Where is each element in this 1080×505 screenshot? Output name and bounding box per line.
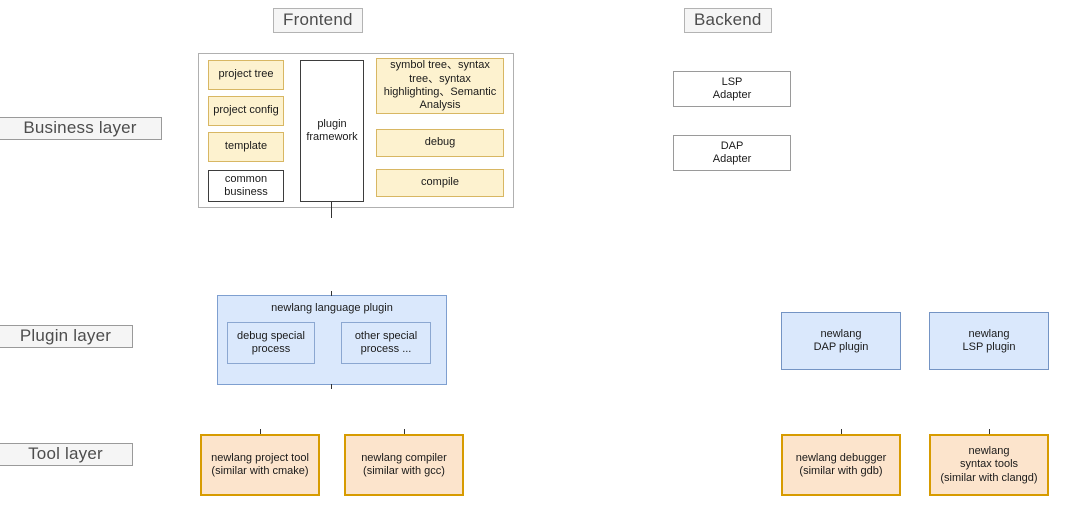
node-newlang-lsp-plugin-line1: newlang <box>968 327 1010 340</box>
node-newlang-syntax-tools-line3: (similar with clangd) <box>940 471 1038 484</box>
section-title-frontend: Frontend <box>273 8 363 33</box>
node-newlang-syntax-tools-line2: syntax tools <box>959 458 1019 471</box>
node-lsp-adapter-line1: LSP <box>721 75 743 88</box>
node-newlang-syntax-tools[interactable]: newlang syntax tools (similar with clang… <box>929 434 1049 496</box>
node-other-special-process-line1: other special <box>354 329 418 342</box>
layer-label-plugin: Plugin layer <box>0 325 133 348</box>
node-newlang-project-tool[interactable]: newlang project tool (similar with cmake… <box>200 434 320 496</box>
node-newlang-compiler-line2: (similar with gcc) <box>363 465 445 477</box>
node-newlang-lsp-plugin[interactable]: newlang LSP plugin <box>929 312 1049 370</box>
node-dap-adapter[interactable]: DAP Adapter <box>673 135 791 171</box>
node-lsp-adapter-line2: Adapter <box>712 89 752 101</box>
connector-compiler-top-stub <box>404 429 405 434</box>
node-newlang-debugger-line2: (similar with gdb) <box>799 465 883 477</box>
node-newlang-dap-plugin-line2: DAP plugin <box>813 341 869 353</box>
node-newlang-syntax-tools-line1: newlang <box>968 444 1010 457</box>
section-title-backend: Backend <box>684 8 772 33</box>
node-common-business[interactable]: common business <box>208 170 284 202</box>
node-newlang-compiler[interactable]: newlang compiler (similar with gcc) <box>344 434 464 496</box>
node-dap-adapter-line2: Adapter <box>712 153 752 165</box>
node-compile[interactable]: compile <box>376 169 504 197</box>
connector-plugin-group-top-stub <box>331 291 332 296</box>
node-symbol-syntax-semantic[interactable]: symbol tree、syntax tree、syntax highlight… <box>376 58 504 114</box>
node-plugin-framework-line2: framework <box>306 131 358 143</box>
node-debug-special-process-line1: debug special <box>237 329 305 342</box>
layer-label-business: Business layer <box>0 117 162 140</box>
node-newlang-lsp-plugin-line2: LSP plugin <box>962 341 1016 353</box>
node-template[interactable]: template <box>208 132 284 162</box>
node-newlang-dap-plugin-line1: newlang <box>820 327 862 340</box>
node-project-config[interactable]: project config <box>208 96 284 126</box>
node-lsp-adapter[interactable]: LSP Adapter <box>673 71 791 107</box>
node-newlang-project-tool-line2: (similar with cmake) <box>211 465 309 477</box>
connector-debugger-top-stub <box>841 429 842 434</box>
node-newlang-dap-plugin[interactable]: newlang DAP plugin <box>781 312 901 370</box>
node-newlang-compiler-line1: newlang compiler <box>361 451 447 464</box>
node-newlang-debugger-line1: newlang debugger <box>795 451 887 464</box>
node-other-special-process-line2: process ... <box>360 343 412 355</box>
layer-label-tool: Tool layer <box>0 443 133 466</box>
node-debug[interactable]: debug <box>376 129 504 157</box>
node-dap-adapter-line1: DAP <box>720 139 744 152</box>
node-debug-special-process[interactable]: debug special process <box>227 322 315 364</box>
connector-plugin-framework-down <box>331 202 332 218</box>
node-plugin-framework-line1: plugin <box>317 117 347 130</box>
node-project-tree[interactable]: project tree <box>208 60 284 90</box>
connector-syntax-tools-top-stub <box>989 429 990 434</box>
node-newlang-debugger[interactable]: newlang debugger (similar with gdb) <box>781 434 901 496</box>
node-common-business-line2: business <box>224 186 268 198</box>
node-newlang-project-tool-line1: newlang project tool <box>211 451 309 464</box>
plugin-group-title: newlang language plugin <box>271 302 393 314</box>
node-plugin-framework[interactable]: plugin framework <box>300 60 364 202</box>
connector-plugin-group-bottom-stub <box>331 384 332 389</box>
node-debug-special-process-line2: process <box>251 343 291 355</box>
node-other-special-process[interactable]: other special process ... <box>341 322 431 364</box>
node-common-business-line1: common <box>224 172 268 185</box>
connector-project-tool-top-stub <box>260 429 261 434</box>
